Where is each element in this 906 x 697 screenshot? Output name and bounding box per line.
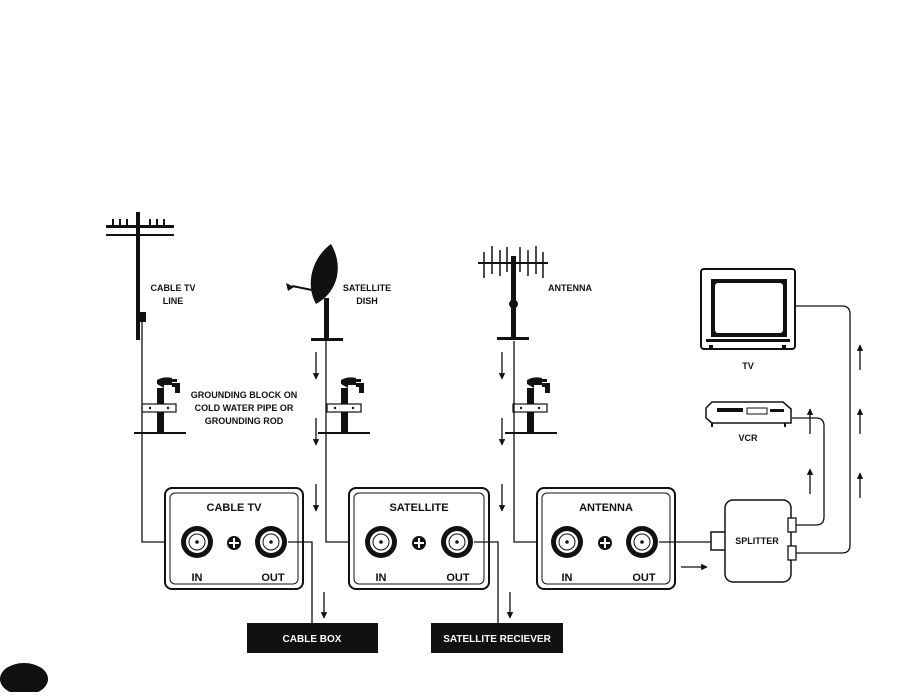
in-label: IN [192, 572, 203, 584]
in-label: IN [376, 572, 387, 584]
grounding-faucet-icon [318, 377, 370, 434]
panel-title: SATELLITE [389, 502, 448, 514]
tv-icon [700, 268, 796, 350]
out-label: OUT [632, 572, 656, 584]
out-port-icon [441, 526, 473, 558]
panel-title: CABLE TV [207, 502, 263, 514]
grounding-faucet-icon [505, 377, 557, 434]
cable-source-label-line1: CABLE TV [151, 283, 196, 293]
screw-icon [227, 536, 241, 550]
grounding-label-line2: COLD WATER PIPE OR [195, 403, 294, 413]
panel-title: ANTENNA [579, 502, 633, 514]
in-label: IN [562, 572, 573, 584]
satellite-source-label-line2: DISH [356, 296, 378, 306]
cable-box-label: CABLE BOX [283, 634, 342, 645]
signal-flow-arrows [312, 344, 864, 619]
utility-pole-icon [106, 212, 174, 340]
cable-tv-wall-plate: CABLE TV IN OUT [164, 487, 304, 590]
vcr-label: VCR [738, 433, 758, 443]
grounding-faucet-icon [134, 377, 186, 434]
satellite-receiver-label: SATELLITE RECIEVER [443, 634, 551, 645]
in-port-icon [365, 526, 397, 558]
out-label: OUT [261, 572, 285, 584]
in-port-icon [181, 526, 213, 558]
device-cables [792, 305, 851, 554]
splitter-box [710, 499, 797, 583]
tv-label: TV [742, 361, 754, 371]
satellite-dish-icon [286, 244, 343, 341]
page-tab-marker [0, 663, 48, 695]
screw-icon [598, 536, 612, 550]
in-port-icon [551, 526, 583, 558]
grounding-label-line1: GROUNDING BLOCK ON [191, 390, 298, 400]
antenna-source-label: ANTENNA [548, 283, 592, 293]
satellite-wall-plate: SATELLITE IN OUT [348, 487, 490, 590]
out-label: OUT [446, 572, 470, 584]
out-port-icon [626, 526, 658, 558]
vcr-icon [705, 401, 792, 427]
antenna-wall-plate: ANTENNA IN OUT [536, 487, 676, 590]
grounding-label-line3: GROUNDING ROD [205, 416, 284, 426]
satellite-receiver-banner: SATELLITE RECIEVER [431, 623, 563, 653]
cable-source-label-line2: LINE [163, 296, 184, 306]
satellite-source-label-line1: SATELLITE [343, 283, 391, 293]
out-port-icon [255, 526, 287, 558]
cable-box-banner: CABLE BOX [247, 623, 378, 653]
screw-icon [412, 536, 426, 550]
output-cables [288, 541, 712, 623]
antenna-icon [478, 246, 548, 340]
splitter-label: SPLITTER [735, 536, 779, 546]
